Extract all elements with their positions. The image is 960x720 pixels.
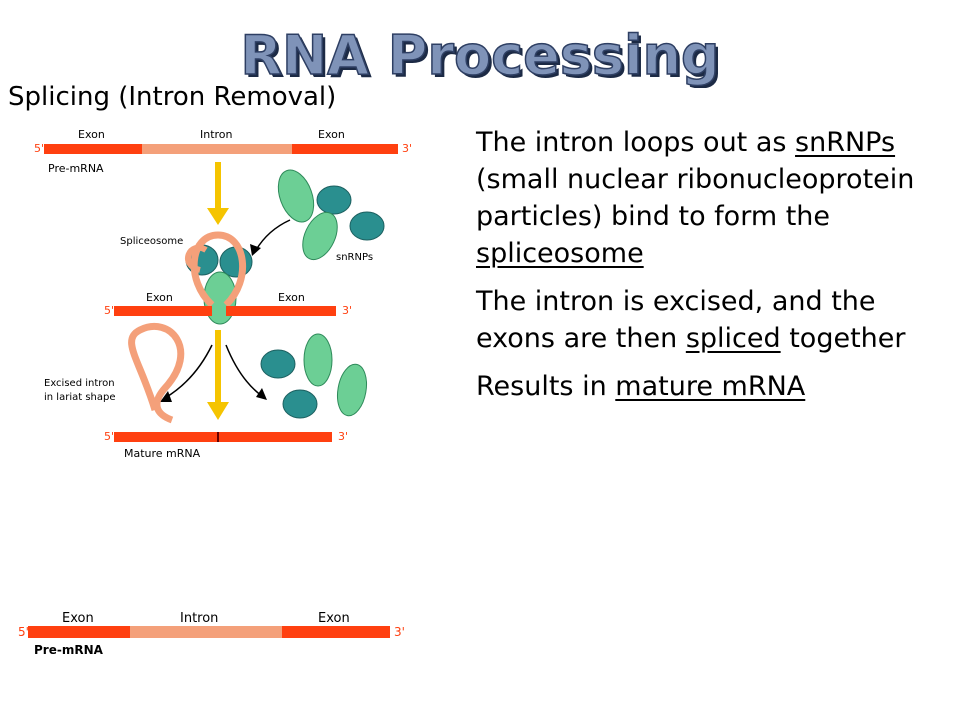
intron-bar-bottom [130, 626, 282, 638]
term-spliced: spliced [685, 323, 781, 354]
five-prime-label: 5' [34, 142, 44, 155]
mature-mrna-label: Mature mRNA [124, 447, 201, 460]
text-span: The intron loops out as [476, 127, 796, 158]
slide-title: RNA Processing RNA Processing [240, 23, 723, 88]
snrnp-particle-released [260, 349, 296, 379]
arrow-curved-right [225, 344, 263, 397]
arrow-curved-left-head [160, 391, 172, 402]
exon-label-left: Exon [78, 128, 105, 141]
snrnp-particle [316, 185, 352, 215]
arrow-curved-right-head [256, 388, 267, 400]
five-prime-label-2: 5' [104, 304, 114, 317]
explanation-text: The intron loops out as snRNPs (small nu… [476, 124, 946, 416]
arrow-down-1-head [207, 208, 229, 225]
snrnp-particle [302, 211, 338, 261]
five-prime-label-bottom: 5' [18, 625, 29, 639]
three-prime-label: 3' [402, 142, 412, 155]
snrnp-particle-released [303, 333, 333, 387]
paragraph-snrnps: The intron loops out as snRNPs (small nu… [476, 124, 946, 272]
term-snrnps: snRNPs [795, 127, 896, 158]
arrow-down-1 [215, 162, 221, 212]
pre-mrna-diagram-bottom: Exon Intron Exon 5' 3' Pre-mRNA [18, 611, 405, 657]
exon-bar-bottom-left [28, 626, 130, 638]
text-span: together [780, 323, 906, 354]
exon-bar-left [44, 144, 142, 154]
excised-intron-label-2: in lariat shape [44, 392, 116, 403]
intron-loop-inner [185, 244, 208, 273]
intron-label: Intron [200, 128, 233, 141]
excised-lariat [128, 322, 185, 424]
excised-intron-label-1: Excised intron [44, 378, 115, 389]
paragraph-excised: The intron is excised, and the exons are… [476, 283, 946, 357]
arrow-curved-1-head [250, 244, 261, 256]
text-span: Results in [476, 371, 616, 402]
three-prime-label-3: 3' [338, 430, 348, 443]
arrow-down-2 [215, 330, 221, 405]
snrnps-label: snRNPs [336, 252, 373, 263]
exon-bar-bottom-right [282, 626, 390, 638]
snrnp-particle-released [282, 389, 318, 419]
arrow-curved-1 [255, 219, 291, 251]
exon-label-right: Exon [318, 128, 345, 141]
pre-mrna-label: Pre-mRNA [48, 162, 104, 175]
mature-mrna-bar [114, 432, 332, 442]
title-shadow: RNA Processing [243, 27, 722, 88]
title-text: RNA Processing [240, 24, 719, 87]
term-spliceosome: spliceosome [476, 238, 644, 269]
exon-label-bottom-right: Exon [318, 611, 350, 626]
exon-label-right-2: Exon [278, 291, 305, 304]
exon-label-left-2: Exon [146, 291, 173, 304]
intron-bar [142, 144, 292, 154]
section-subtitle: Splicing (Intron Removal) [8, 82, 337, 112]
snrnp-particle [277, 169, 315, 223]
splicing-diagram: Exon Intron Exon 5' 3' Pre-mRNA snRNPs S… [34, 128, 412, 460]
text-span: (small nuclear ribonucleoprotein particl… [476, 164, 915, 232]
exon-bar-left-2 [114, 306, 212, 316]
paragraph-result: Results in mature mRNA [476, 368, 946, 405]
term-mature-mrna: mature mRNA [615, 371, 806, 402]
three-prime-label-2: 3' [342, 304, 352, 317]
five-prime-label-3: 5' [104, 430, 114, 443]
three-prime-label-bottom: 3' [394, 625, 405, 639]
exon-bar-right [292, 144, 398, 154]
intron-loop [190, 231, 247, 308]
snrnp-particle-released [336, 363, 368, 417]
spliceosome-label: Spliceosome [120, 236, 183, 247]
exon-bar-right-2 [226, 306, 336, 316]
arrow-down-2-head [207, 402, 229, 420]
text-span: The intron is excised, and the exons are… [476, 286, 876, 354]
pre-mrna-label-bottom: Pre-mRNA [34, 643, 104, 657]
snrnp-particle [349, 211, 385, 241]
intron-label-bottom: Intron [180, 611, 218, 626]
exon-label-bottom-left: Exon [62, 611, 94, 626]
arrow-curved-left [164, 344, 213, 399]
spliceosome-particle [219, 246, 253, 278]
